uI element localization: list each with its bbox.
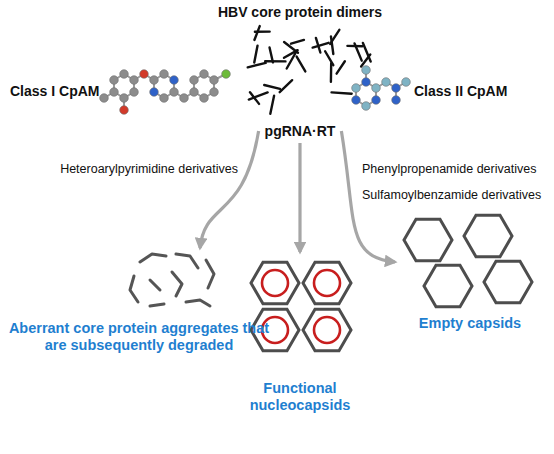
dimer-stroke (313, 43, 329, 48)
aberrant-aggregates (130, 254, 214, 306)
dimer-stroke (280, 80, 292, 92)
capsid-hexagon (404, 219, 452, 261)
dimer-stroke (284, 42, 298, 53)
outcome-node: Aberrant core protein aggregates that ar… (8, 248, 270, 355)
dimer-stroke (363, 43, 371, 62)
nucleocapsids (251, 262, 351, 351)
dimer-stroke (265, 60, 285, 63)
atom (120, 106, 129, 115)
capsid-hexagon (303, 309, 351, 351)
fragment (206, 260, 214, 288)
dimer-stroke (254, 46, 257, 63)
capsid-hexagon (464, 215, 512, 257)
pathway-arrow (298, 143, 301, 252)
atom (362, 78, 371, 87)
atom (190, 76, 199, 85)
compound-class-label: Sulfamoylbenzamide derivatives (362, 188, 541, 202)
atom (362, 66, 371, 75)
atom (150, 76, 159, 85)
outcome-label: Empty capsids (395, 315, 545, 332)
dimer-stroke (287, 51, 297, 69)
fragment (172, 272, 182, 296)
atom (100, 94, 109, 103)
atom (372, 96, 381, 105)
fragment (130, 276, 138, 302)
dimer-stroke (332, 92, 352, 93)
dimer-stroke (337, 61, 345, 73)
atom (352, 84, 361, 93)
compound-class-label: Phenylpropenamide derivatives (362, 162, 536, 176)
group-heading: Class II CpAM (414, 83, 507, 99)
group-heading: HBV core protein dimers (200, 4, 400, 20)
fragment (150, 280, 160, 290)
atom (160, 70, 169, 79)
atom (130, 88, 139, 97)
dimer-stroke (330, 63, 333, 82)
atom (180, 94, 189, 103)
atom (120, 94, 129, 103)
atom (140, 70, 149, 79)
dimer-stroke (264, 85, 280, 89)
dimer-stroke (254, 26, 259, 40)
atom (170, 76, 179, 85)
atom (190, 88, 199, 97)
core-protein-dimers (248, 26, 371, 114)
atom (392, 84, 401, 93)
dimer-stroke (248, 63, 266, 67)
node-title: pgRNA·RT (262, 121, 339, 141)
capsid-hexagon (251, 262, 299, 304)
atom (110, 88, 119, 97)
atom (382, 78, 391, 87)
atom (362, 102, 371, 111)
atom (170, 88, 179, 97)
outcome-label: Functional nucleocapsids (235, 380, 365, 415)
pgrna-circle (262, 270, 288, 296)
fragment (176, 254, 198, 268)
dimer-stroke (291, 40, 304, 44)
atom (110, 76, 119, 85)
atom (352, 96, 361, 105)
capsid-hexagon (424, 265, 472, 307)
dimer-stroke (270, 96, 274, 114)
outcome-node: Empty capsids (395, 215, 545, 332)
atom (372, 84, 381, 93)
outcome-node: Functional nucleocapsids (235, 252, 365, 415)
pgrna-node: pgRNA·RT (262, 121, 339, 141)
dimer-stroke (249, 92, 268, 99)
atom (200, 70, 209, 79)
pgrna-circle (314, 317, 340, 343)
atom (150, 88, 159, 97)
fragment (150, 304, 164, 306)
group-heading: Class I CpAM (10, 83, 99, 99)
atom (222, 70, 231, 79)
atom (160, 94, 169, 103)
atom (392, 96, 401, 105)
pathway-arrow (200, 131, 259, 248)
empty-capsids (404, 215, 532, 307)
atom (130, 76, 139, 85)
capsid-hexagon (303, 262, 351, 304)
dimer-stroke (331, 36, 333, 54)
fragment (140, 254, 166, 262)
atom (120, 70, 129, 79)
compound-class-label: Heteroarylpyrimidine derivatives (28, 162, 238, 176)
atom (210, 76, 219, 85)
class-one-molecule (100, 70, 231, 115)
atom (210, 88, 219, 97)
capsid-hexagon (484, 261, 532, 303)
pgrna-circle (314, 270, 340, 296)
dimer-stroke (347, 45, 362, 48)
atom (402, 78, 411, 87)
atom (200, 94, 209, 103)
outcome-label: Aberrant core protein aggregates that ar… (8, 320, 270, 355)
fragment (186, 300, 210, 306)
dimer-stroke (297, 57, 306, 72)
class-two-molecule (352, 66, 411, 111)
